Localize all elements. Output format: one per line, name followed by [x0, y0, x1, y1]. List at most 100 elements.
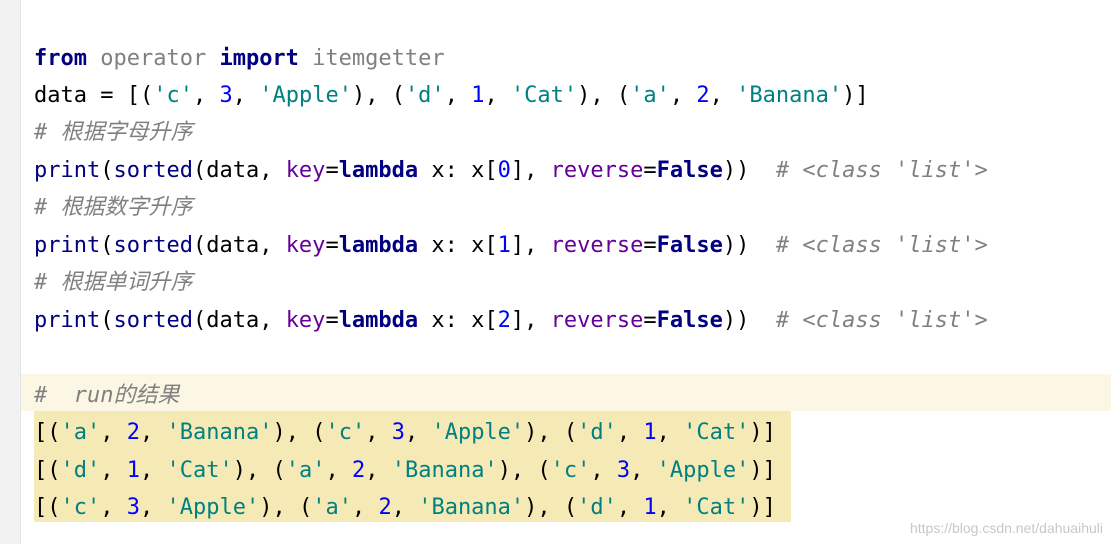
number: 2 — [351, 458, 366, 483]
punct: (data, — [192, 308, 286, 333]
builtin-sorted: sorted — [113, 308, 193, 333]
punct: [( — [34, 458, 61, 483]
punct: )] — [749, 458, 776, 483]
punct: )) — [722, 308, 776, 333]
operator: = — [86, 83, 127, 108]
string: 'Apple' — [431, 420, 525, 445]
punct: , — [232, 83, 260, 108]
param-reverse: reverse — [550, 233, 644, 258]
punct: ), ( — [497, 458, 551, 483]
keyword-false: False — [656, 233, 723, 258]
string: 'c' — [153, 83, 193, 108]
punct: , — [325, 458, 352, 483]
string: 'd' — [60, 458, 101, 483]
punct: ), ( — [232, 458, 286, 483]
code-line-print: print(sorted(data, key=lambda x: x[0], r… — [34, 152, 988, 189]
punct: , — [404, 420, 432, 445]
current-line-highlight — [21, 374, 1111, 411]
comment-line: # 根据单词升序 — [34, 270, 193, 295]
punct: ), ( — [259, 495, 313, 520]
string: 'd' — [404, 83, 445, 108]
code-line-data: data = [('c', 3, 'Apple'), ('d', 1, 'Cat… — [34, 77, 869, 114]
string: 'd' — [577, 495, 617, 520]
punct: = — [325, 233, 339, 258]
keyword-import: import — [219, 46, 299, 71]
comment-run-result: # run的结果 — [34, 383, 180, 408]
string: 'Cat' — [166, 458, 233, 483]
number: 0 — [497, 158, 511, 183]
keyword-false: False — [656, 158, 723, 183]
punct: , — [351, 495, 379, 520]
punct: , — [365, 420, 392, 445]
string: 'a' — [285, 458, 326, 483]
punct: ( — [100, 308, 114, 333]
punct: , — [100, 458, 127, 483]
inline-comment: # <class 'list'> — [775, 233, 988, 258]
punct: ), ( — [351, 83, 405, 108]
punct: = — [325, 308, 339, 333]
punct: (data, — [192, 158, 286, 183]
string: 'c' — [60, 495, 101, 520]
punct: , — [484, 83, 511, 108]
builtin-sorted: sorted — [113, 233, 193, 258]
punct: )) — [722, 158, 776, 183]
punct: )] — [749, 420, 776, 445]
var-data: data — [34, 83, 87, 108]
number: 2 — [497, 308, 511, 333]
punct: , — [616, 420, 644, 445]
string: 'Banana' — [736, 83, 843, 108]
string: 'Apple' — [656, 458, 750, 483]
punct: , — [616, 495, 644, 520]
inline-comment: # <class 'list'> — [775, 158, 988, 183]
punct: )] — [749, 495, 776, 520]
punct: ( — [100, 233, 114, 258]
string: 'a' — [60, 420, 101, 445]
punct: , — [656, 420, 684, 445]
punct: = — [643, 158, 657, 183]
number: 1 — [126, 458, 140, 483]
number: 3 — [126, 495, 140, 520]
keyword-lambda: lambda — [338, 233, 419, 258]
keyword-lambda: lambda — [338, 308, 419, 333]
selection-highlight — [34, 411, 791, 522]
string: 'a' — [630, 83, 670, 108]
number: 3 — [391, 420, 405, 445]
punct: x: x[ — [418, 158, 498, 183]
string: 'Banana' — [418, 495, 525, 520]
imported-name: itemgetter — [312, 46, 445, 71]
punct: , — [100, 420, 127, 445]
builtin-print: print — [34, 308, 101, 333]
code-line-print: print(sorted(data, key=lambda x: x[2], r… — [34, 302, 988, 339]
punct: [( — [126, 83, 154, 108]
string: 'a' — [312, 495, 352, 520]
number: 2 — [378, 495, 392, 520]
punct: , — [669, 83, 697, 108]
keyword-false: False — [656, 308, 723, 333]
builtin-print: print — [34, 233, 101, 258]
punct: , — [656, 495, 684, 520]
string: 'c' — [325, 420, 366, 445]
string: 'Apple' — [166, 495, 260, 520]
punct: ), ( — [524, 495, 578, 520]
number: 1 — [643, 420, 657, 445]
string: 'Banana' — [391, 458, 498, 483]
string: 'Cat' — [683, 420, 750, 445]
punct: ), ( — [524, 420, 578, 445]
punct: ], — [510, 308, 551, 333]
param-reverse: reverse — [550, 308, 644, 333]
number: 1 — [497, 233, 511, 258]
punct: , — [590, 458, 617, 483]
punct: = — [325, 158, 339, 183]
punct: , — [444, 83, 472, 108]
punct: [( — [34, 420, 61, 445]
number: 1 — [643, 495, 657, 520]
punct: )) — [722, 233, 776, 258]
number: 3 — [616, 458, 631, 483]
punct: )] — [842, 83, 869, 108]
result-line: [('a', 2, 'Banana'), ('c', 3, 'Apple'), … — [34, 414, 776, 451]
code-line-print: print(sorted(data, key=lambda x: x[1], r… — [34, 227, 988, 264]
punct: ), ( — [577, 83, 631, 108]
comment-line: # 根据字母升序 — [34, 120, 193, 145]
inline-comment: # <class 'list'> — [775, 308, 988, 333]
